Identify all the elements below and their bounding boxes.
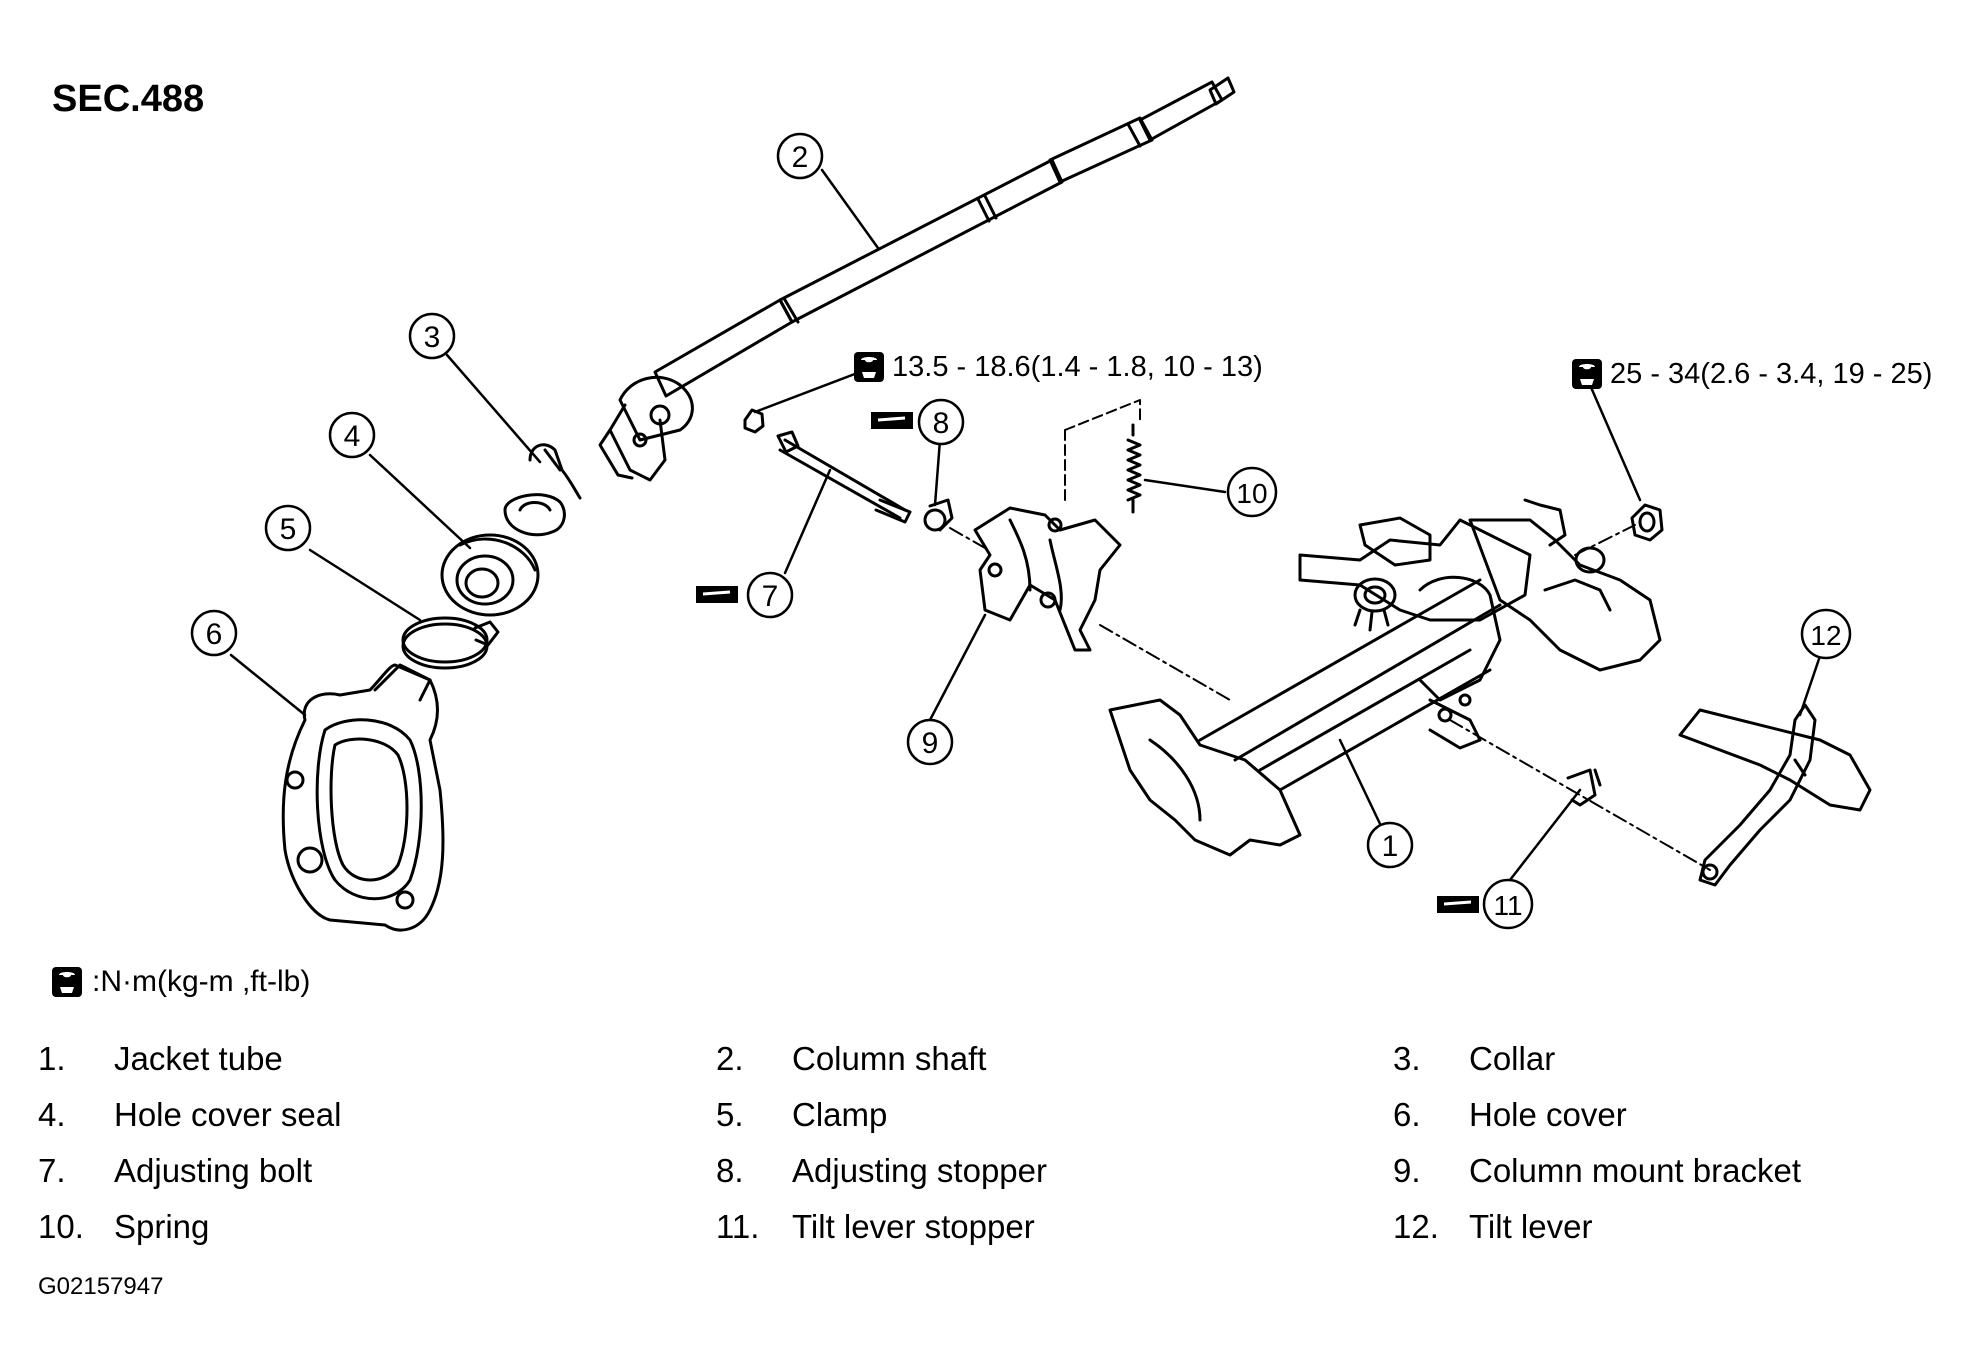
list-item: 8.Adjusting stopper xyxy=(716,1152,1047,1189)
column-shaft-part xyxy=(598,76,1236,482)
callout-12: 12 xyxy=(1800,608,1852,660)
svg-text:8: 8 xyxy=(933,407,950,440)
svg-text:6: 6 xyxy=(206,618,223,651)
callout-3: 3 xyxy=(408,312,456,360)
leader-line-8 xyxy=(933,438,942,507)
callout-6: 6 xyxy=(190,609,238,657)
grease-icon xyxy=(1437,896,1479,913)
leader-line-7 xyxy=(783,468,832,575)
leader-line-3 xyxy=(445,353,542,464)
svg-text:5: 5 xyxy=(280,513,297,546)
torque-spec-1: 13.5 - 18.6(1.4 - 1.8, 10 - 13) xyxy=(852,350,1263,384)
svg-text:12: 12 xyxy=(1810,620,1841,651)
torque-wrench-icon xyxy=(52,967,82,997)
list-item: 9.Column mount bracket xyxy=(1393,1152,1801,1189)
torque-unit-legend: :N·m(kg-m ,ft-lb) xyxy=(50,965,310,999)
callout-4: 4 xyxy=(328,411,376,459)
torque-unit-text: :N·m(kg-m ,ft-lb) xyxy=(92,965,311,998)
collar-part xyxy=(503,443,582,537)
list-item: 4.Hole cover seal xyxy=(38,1096,342,1133)
column-mount-bracket-part xyxy=(973,506,1122,652)
torque-spec-2: 25 - 34(2.6 - 3.4, 19 - 25) xyxy=(1570,357,1932,391)
list-item: 1.Jacket tube xyxy=(38,1040,283,1077)
svg-text:10: 10 xyxy=(1236,478,1267,509)
list-item: 12.Tilt lever xyxy=(1393,1208,1593,1245)
svg-text:11: 11 xyxy=(1493,890,1522,921)
jacket-tube-part xyxy=(1108,575,1502,857)
callout-7: 7 xyxy=(746,571,794,619)
list-item: 7.Adjusting bolt xyxy=(38,1152,313,1189)
hole-cover-seal-part xyxy=(440,533,540,617)
list-item: 2.Column shaft xyxy=(716,1040,987,1077)
leader-line-1 xyxy=(1338,738,1384,830)
leader-line-2 xyxy=(820,168,880,250)
torque-spec-2-text: 25 - 34(2.6 - 3.4, 19 - 25) xyxy=(1610,357,1933,390)
grease-icon xyxy=(696,586,738,603)
tilt-lever-part xyxy=(1678,703,1872,887)
callout-1: 1 xyxy=(1366,821,1414,869)
callout-9: 9 xyxy=(906,718,954,766)
tilt-lever-stopper-part xyxy=(1566,768,1602,807)
section-title: SEC.488 xyxy=(52,78,205,120)
upper-bracket-assembly xyxy=(1298,498,1662,672)
torque-spec-1-text: 13.5 - 18.6(1.4 - 1.8, 10 - 13) xyxy=(892,350,1263,383)
leader-line-torque-1 xyxy=(753,370,862,414)
torque-wrench-icon xyxy=(854,352,884,382)
list-item: 11.Tilt lever stopper xyxy=(716,1208,1035,1245)
clamp-part xyxy=(401,616,500,670)
callout-2: 2 xyxy=(776,132,824,180)
list-item: 3.Collar xyxy=(1393,1040,1556,1077)
leader-line-5 xyxy=(308,548,422,622)
leader-line-10 xyxy=(1143,478,1227,494)
hole-cover-part xyxy=(281,663,445,932)
list-item: 5.Clamp xyxy=(716,1096,888,1133)
list-item: 6.Hole cover xyxy=(1393,1096,1627,1133)
figure-code: G02157947 xyxy=(38,1273,164,1300)
grease-icon xyxy=(871,412,913,429)
leader-line-4 xyxy=(368,453,472,550)
leader-line-12 xyxy=(1798,654,1822,717)
svg-text:1: 1 xyxy=(1382,830,1399,863)
callout-10: 10 xyxy=(1226,466,1278,518)
leader-line-torque-2 xyxy=(1588,383,1642,502)
nut-part xyxy=(1630,503,1664,542)
leader-line-6 xyxy=(229,653,307,717)
svg-text:7: 7 xyxy=(762,580,779,613)
torque-wrench-icon xyxy=(1572,359,1602,389)
callout-8: 8 xyxy=(917,398,965,446)
svg-text:4: 4 xyxy=(344,420,361,453)
svg-text:9: 9 xyxy=(922,727,939,760)
spring-part xyxy=(1126,423,1142,514)
svg-text:2: 2 xyxy=(792,141,809,174)
list-item: 10.Spring xyxy=(38,1208,210,1245)
leader-line-9 xyxy=(928,613,987,722)
svg-text:3: 3 xyxy=(424,321,441,354)
callout-11: 11 xyxy=(1482,878,1534,930)
adjusting-stopper-part xyxy=(923,498,954,532)
callout-5: 5 xyxy=(264,504,312,552)
adjusting-bolt-part xyxy=(743,408,912,524)
leader-line-11 xyxy=(1508,788,1582,882)
